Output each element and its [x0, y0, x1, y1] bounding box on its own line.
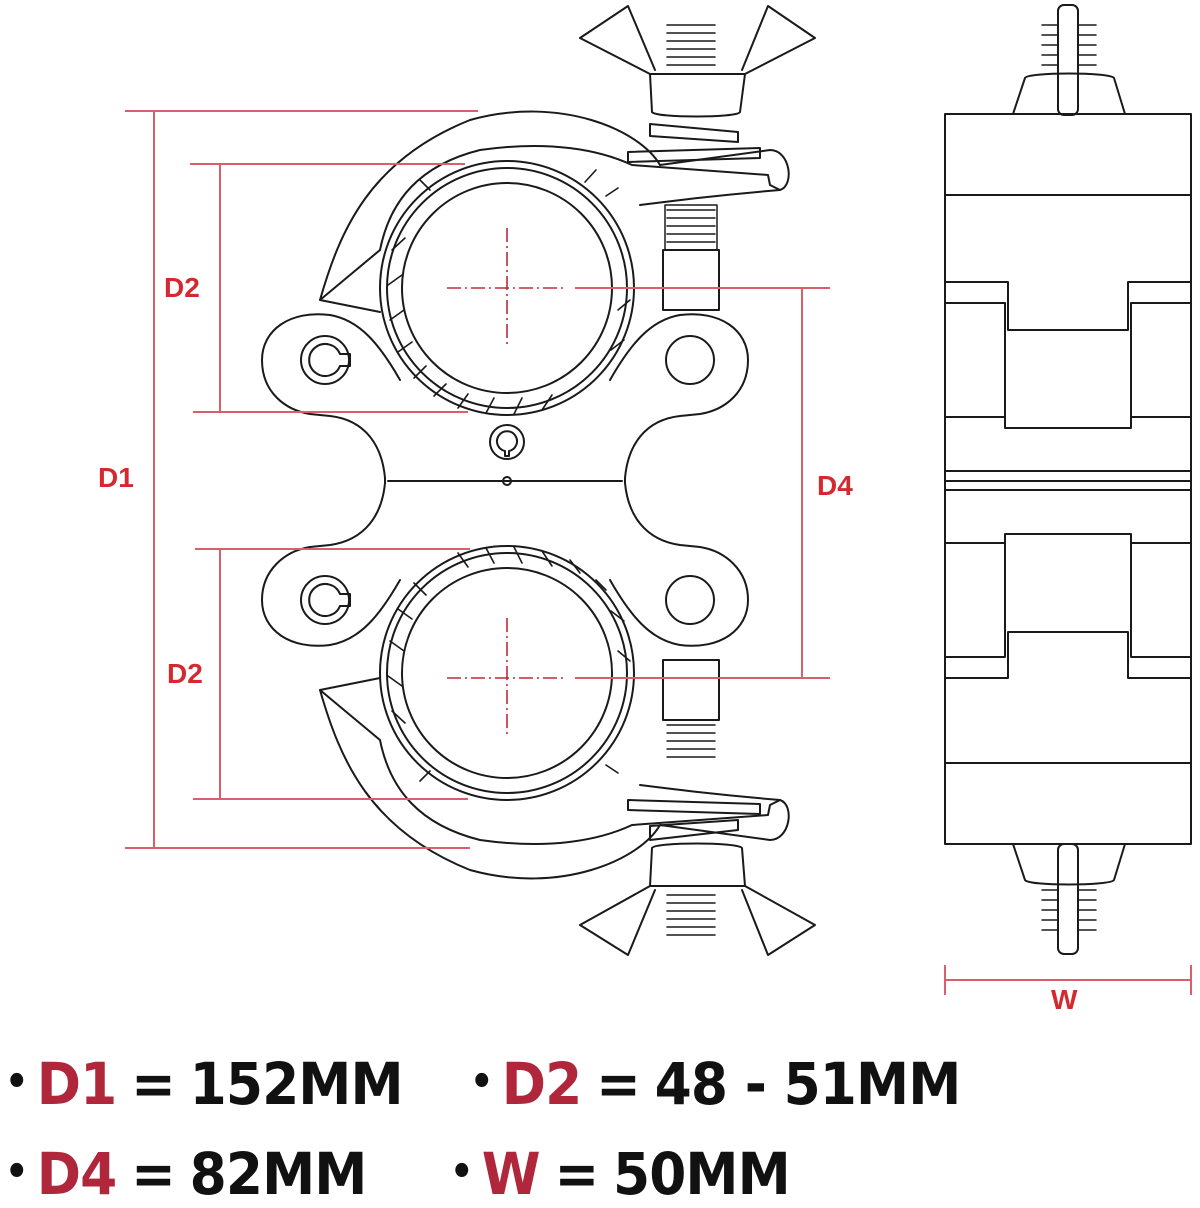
spec-equals: =	[596, 1050, 641, 1118]
spec-item-w: •W=50MM	[450, 1140, 791, 1208]
dimension-label-d4: D4	[817, 470, 853, 501]
spec-value: 82MM	[189, 1140, 368, 1208]
upper-wing-nut	[579, 5, 816, 311]
spec-equals: =	[131, 1050, 176, 1118]
dimension-label-d1: D1	[98, 462, 134, 493]
spec-key: W	[481, 1140, 541, 1208]
dimension-label-d2-top: D2	[164, 272, 200, 303]
center-marks	[447, 228, 567, 738]
spec-key: D1	[36, 1050, 118, 1118]
bullet-icon: •	[5, 1058, 29, 1105]
spec-key: D2	[501, 1050, 583, 1118]
clamp-side-view	[944, 4, 1192, 955]
spec-equals: =	[131, 1140, 176, 1208]
spec-list: •D1=152MM •D2=48 - 51MM •D4=82MM •W=50MM	[0, 1040, 1200, 1208]
bullet-icon: •	[450, 1148, 474, 1195]
spec-item-d4: •D4=82MM	[5, 1140, 368, 1208]
spec-value: 152MM	[189, 1050, 404, 1118]
dimension-label-w: W	[1051, 984, 1078, 1015]
dimension-label-d2-bottom: D2	[167, 658, 203, 689]
spec-value: 50MM	[612, 1140, 791, 1208]
lower-wing-nut	[579, 659, 816, 956]
spec-key: D4	[36, 1140, 118, 1208]
bullet-icon: •	[470, 1058, 494, 1105]
bullet-icon: •	[5, 1148, 29, 1195]
spec-item-d1: •D1=152MM	[5, 1050, 404, 1118]
technical-drawing	[125, 4, 1192, 995]
spec-value: 48 - 51MM	[654, 1050, 962, 1118]
spec-equals: =	[554, 1140, 599, 1208]
dimension-lines	[125, 110, 1192, 995]
spec-item-d2: •D2=48 - 51MM	[470, 1050, 962, 1118]
